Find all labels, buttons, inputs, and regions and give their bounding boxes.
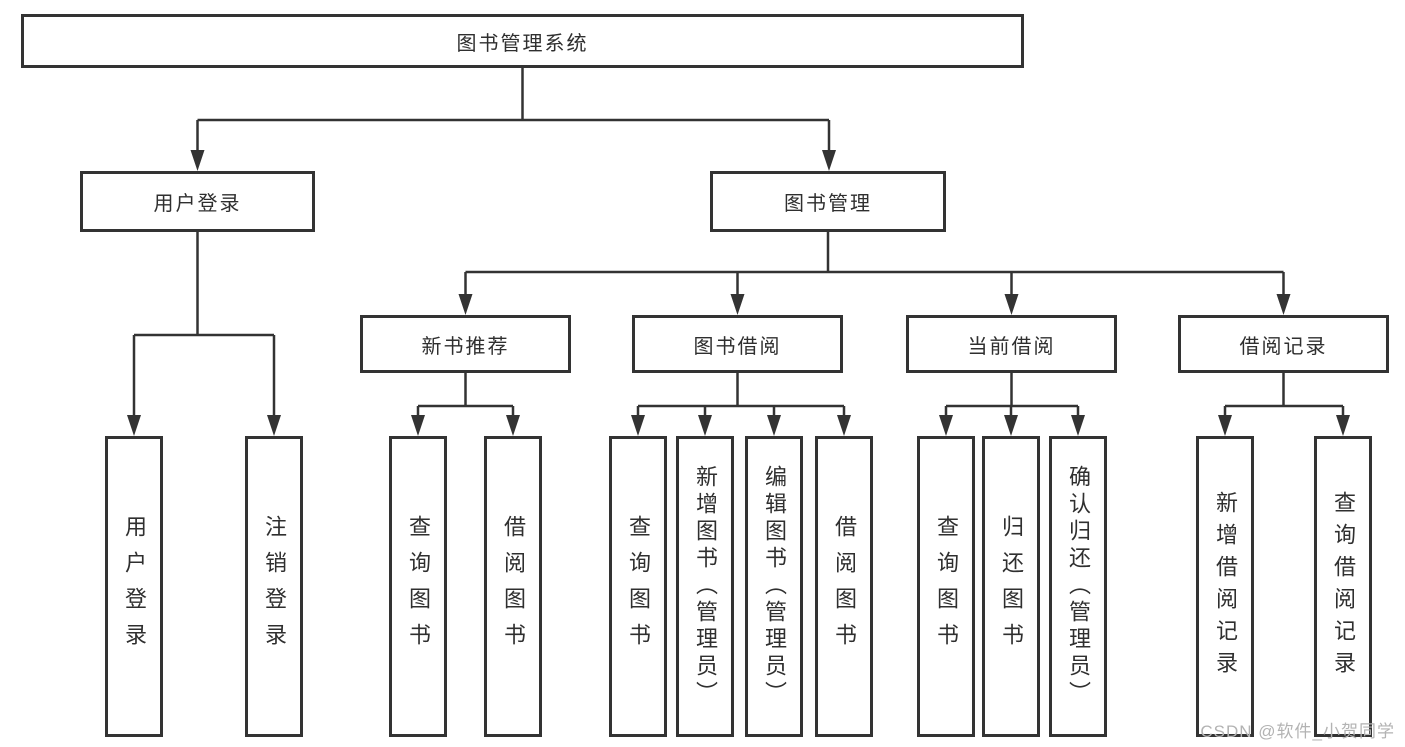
leaf-query-borrow-record: 查询借阅记录 (1314, 436, 1372, 737)
leaf-label: 查询借阅记录 (1331, 490, 1356, 683)
arrowhead (730, 294, 745, 315)
arrowhead (1004, 294, 1019, 315)
leaf-label: 注销登录 (262, 514, 287, 659)
leaf-add-books-admin: 新增图书（管理员） (676, 436, 734, 737)
leaf-label: 借阅图书 (832, 514, 857, 659)
leaf-label: 用户登录 (122, 514, 147, 659)
arrowhead (267, 415, 281, 436)
leaf-confirm-return-admin: 确认归还（管理员） (1049, 436, 1107, 737)
leaf-label: 查询图书 (626, 514, 651, 659)
leaf-edit-books-admin: 编辑图书（管理员） (745, 436, 803, 737)
arrowhead (1071, 415, 1085, 436)
arrowhead (698, 415, 712, 436)
arrowhead (631, 415, 645, 436)
arrowhead (411, 415, 425, 436)
csdn-watermark: CSDN @软件_小贺同学 (1200, 722, 1395, 741)
node-borrow-records: 借阅记录 (1178, 315, 1389, 373)
connector-newbooks-to-leaves (416, 373, 515, 417)
node-label: 图书管理系统 (456, 32, 589, 55)
arrowhead (1336, 415, 1350, 436)
arrowhead (127, 415, 141, 436)
node-book-management: 图书管理 (710, 171, 946, 232)
leaf-user-login: 用户登录 (105, 436, 163, 737)
node-book-borrowing: 图书借阅 (632, 315, 843, 373)
arrowhead (1004, 415, 1018, 436)
connector-borrow-to-leaves (636, 373, 846, 417)
leaf-label: 新增借阅记录 (1213, 490, 1238, 683)
leaf-query-books-current: 查询图书 (917, 436, 975, 737)
arrowhead (767, 415, 781, 436)
leaf-label: 新增图书（管理员） (693, 465, 718, 708)
leaf-add-borrow-record: 新增借阅记录 (1196, 436, 1254, 737)
connector-current-to-leaves (944, 373, 1080, 417)
leaf-return-books: 归还图书 (982, 436, 1040, 737)
node-label: 图书管理 (784, 193, 872, 215)
node-user-login: 用户登录 (80, 171, 315, 232)
node-new-book-recommend: 新书推荐 (360, 315, 571, 373)
leaf-borrow-books: 借阅图书 (815, 436, 873, 737)
node-label: 当前借阅 (967, 335, 1056, 358)
node-label: 借阅记录 (1239, 335, 1328, 358)
leaf-label: 查询图书 (934, 514, 959, 659)
arrowhead (822, 150, 836, 171)
arrowhead (1276, 294, 1291, 315)
leaf-label: 确认归还（管理员） (1066, 465, 1091, 708)
leaf-logout: 注销登录 (245, 436, 303, 737)
connector-userlogin-to-leaves (132, 232, 276, 417)
node-label: 图书借阅 (693, 335, 782, 358)
arrowhead (190, 150, 205, 171)
node-label: 新书推荐 (421, 335, 510, 358)
arrowhead (939, 415, 953, 436)
arrowhead (1218, 415, 1232, 436)
leaf-label: 借阅图书 (501, 514, 526, 659)
arrowhead (506, 415, 520, 436)
leaf-query-books-recommend: 查询图书 (389, 436, 447, 737)
leaf-label: 查询图书 (406, 514, 431, 659)
leaf-label: 归还图书 (999, 514, 1024, 659)
arrowhead (837, 415, 851, 436)
node-label: 用户登录 (153, 193, 242, 215)
node-root-system: 图书管理系统 (21, 14, 1024, 68)
connector-bookmgmt-to-level3 (464, 232, 1285, 296)
connector-root-to-level2 (196, 68, 831, 152)
arrowhead (458, 294, 473, 315)
node-current-borrowing: 当前借阅 (906, 315, 1117, 373)
leaf-query-books-borrow: 查询图书 (609, 436, 667, 737)
leaf-label: 编辑图书（管理员） (762, 465, 787, 708)
leaf-borrow-books-recommend: 借阅图书 (484, 436, 542, 737)
connector-records-to-leaves (1223, 373, 1345, 417)
